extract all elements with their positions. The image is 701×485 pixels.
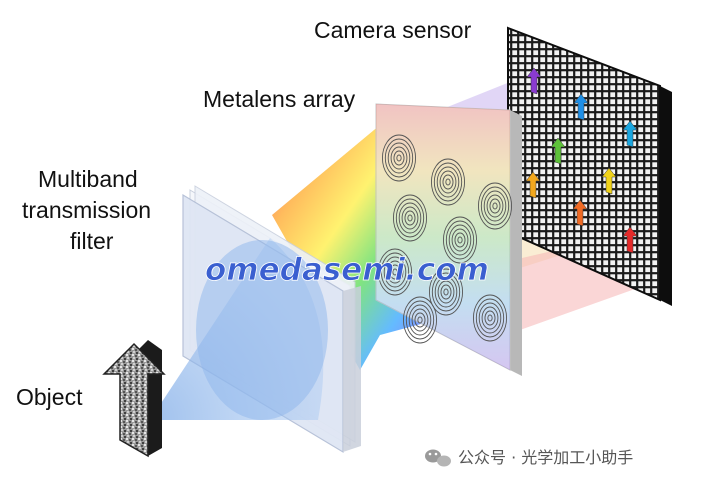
label-filter-line3: filter [70,228,114,254]
metalens-3 [477,182,513,230]
watermark: omedasemi.com [205,252,489,288]
label-camera-sensor: Camera sensor [314,17,472,43]
camera-sensor [507,26,672,306]
metalens-7 [428,268,464,316]
label-object: Object [16,384,83,410]
sensor-arrow-4 [550,137,566,165]
sensor-image-arrows [525,67,638,254]
sensor-arrow-1 [526,67,542,95]
sensor-arrow-2 [573,93,589,121]
metalens-2 [430,158,466,206]
label-filter-line1: Multiband [38,166,138,192]
metalens-1 [381,134,417,182]
label-metalens-array: Metalens array [203,86,356,112]
metalens-4 [392,194,428,242]
sensor-arrow-8 [622,226,638,254]
metalens-6 [377,248,413,296]
sensor-arrow-3 [622,120,638,148]
metalens-array [375,103,522,376]
label-filter-line2: transmission [22,197,151,223]
metalens-9 [402,296,438,344]
metalens-elements [377,134,513,344]
sensor-arrow-7 [572,199,588,227]
footer-account: 公众号 · 光学加工小助手 [458,448,633,467]
sensor-arrow-5 [525,171,541,199]
wechat-icon [425,449,451,467]
sensor-arrow-6 [601,167,617,195]
metalens-5 [442,216,478,264]
metalens-8 [472,294,508,342]
filter-light-spot [196,240,328,420]
object-arrow [102,340,166,458]
